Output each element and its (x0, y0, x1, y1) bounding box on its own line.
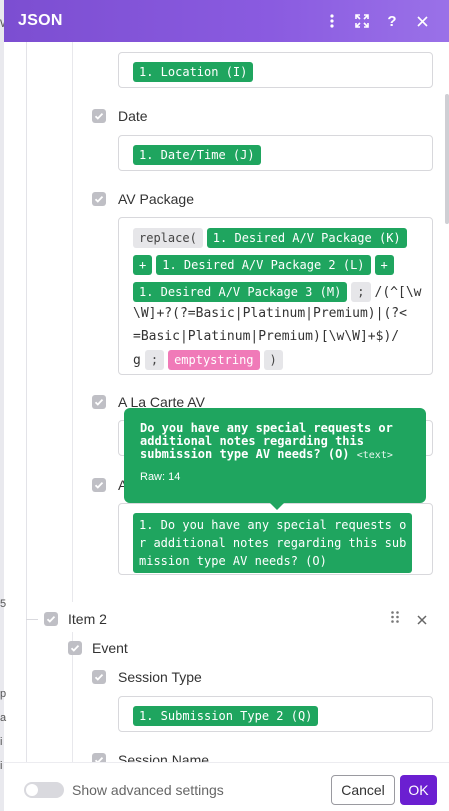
replace-function-open[interactable]: replace( (133, 228, 203, 248)
session-type-label: Session Type (118, 669, 202, 685)
background-fragment: i (0, 760, 3, 772)
av-package-field[interactable]: replace( 1. Desired A/V Package (K) + 1.… (118, 217, 433, 375)
location-field[interactable]: 1. Location (I) (118, 52, 433, 88)
item2-checkbox[interactable] (44, 612, 58, 626)
checkmark-icon (46, 615, 56, 623)
tooltip-raw: Raw: 14 (140, 471, 181, 483)
checkmark-icon (94, 112, 104, 120)
panel-title: JSON (18, 12, 63, 29)
additional-notes-pill[interactable]: 1. Do you have any special requests o r … (133, 513, 413, 573)
av-package-label: AV Package (118, 191, 195, 207)
drag-handle-icon[interactable] (390, 610, 400, 627)
remove-item-icon[interactable] (417, 612, 427, 628)
replace-function-close[interactable]: ) (263, 350, 283, 370)
item2-label: Item 2 (68, 611, 107, 627)
date-label: Date (118, 108, 148, 124)
pill-line: mission type AV needs? (O) (139, 554, 327, 568)
event-checkbox[interactable] (68, 641, 82, 655)
emptystring-keyword[interactable]: emptystring (168, 350, 260, 370)
variable-tooltip: Do you have any special requests or addi… (124, 408, 426, 510)
additional-notes-field[interactable]: 1. Do you have any special requests o r … (118, 503, 433, 575)
tree-rail-inner (72, 42, 73, 602)
location-pill[interactable]: 1. Location (I) (133, 62, 254, 82)
ok-button[interactable]: OK (400, 775, 437, 805)
plus-operator[interactable]: + (374, 255, 394, 275)
close-icon[interactable] (407, 6, 437, 36)
background-panel-edge (0, 0, 4, 811)
pill-line: r additional notes regarding this sub (139, 536, 407, 550)
av-package-l-pill[interactable]: 1. Desired A/V Package 2 (L) (156, 255, 371, 275)
session-name-checkbox[interactable] (92, 753, 106, 762)
av-package-m-pill[interactable]: 1. Desired A/V Package 3 (M) (133, 282, 348, 302)
tooltip-title-line: additional notes regarding this (140, 434, 364, 448)
additional-notes-checkbox[interactable] (92, 478, 106, 492)
checkmark-icon (94, 195, 104, 203)
date-checkbox[interactable] (92, 109, 106, 123)
regex-text: /(^[\w (374, 284, 422, 300)
expand-icon[interactable] (347, 6, 377, 36)
checkmark-icon (94, 673, 104, 681)
session-name-label: Session Name (118, 752, 210, 762)
panel-footer: Show advanced settings Cancel OK (4, 762, 449, 811)
av-package-k-pill[interactable]: 1. Desired A/V Package (K) (206, 228, 407, 248)
a-la-carte-checkbox[interactable] (92, 395, 106, 409)
advanced-settings-label[interactable]: Show advanced settings (72, 782, 224, 798)
checkmark-icon (94, 756, 104, 762)
regex-text: \W]+?(?=Basic|Platinum|Premium)|(?< (133, 306, 407, 321)
more-vertical-icon[interactable] (317, 6, 347, 36)
background-fragment: p (0, 688, 7, 700)
background-fragment: a (0, 712, 7, 724)
tree-rail (26, 42, 27, 762)
tree-rail-inner (72, 632, 73, 762)
tooltip-type: <text> (356, 450, 393, 461)
help-icon[interactable]: ? (387, 12, 397, 30)
background-fragment: 5 (0, 598, 7, 610)
date-pill[interactable]: 1. Date/Time (J) (133, 145, 261, 165)
separator-semicolon[interactable]: ; (351, 282, 371, 302)
separator-semicolon[interactable]: ; (144, 350, 165, 370)
cancel-button[interactable]: Cancel (331, 775, 395, 805)
pill-line: 1. Do you have any special requests o (139, 518, 407, 532)
json-mapping-content[interactable]: 1. Location (I) Date 1. Date/Time (J) AV… (4, 42, 449, 762)
date-field[interactable]: 1. Date/Time (J) (118, 135, 433, 171)
checkmark-icon (94, 481, 104, 489)
background-fragment: i (0, 736, 3, 748)
av-package-checkbox[interactable] (92, 192, 106, 206)
additional-notes-label: A (118, 477, 128, 493)
checkmark-icon (70, 644, 80, 652)
checkmark-icon (94, 398, 104, 406)
a-la-carte-label: A La Carte AV (118, 394, 205, 410)
tooltip-title: Do you have any special requests or addi… (140, 422, 410, 462)
tree-connector (26, 619, 38, 620)
regex-text: =Basic|Platinum|Premium)[\w\W]+$)/ (133, 329, 400, 344)
session-type-field[interactable]: 1. Submission Type 2 (Q) (118, 696, 433, 732)
session-type-pill[interactable]: 1. Submission Type 2 (Q) (133, 706, 319, 726)
regex-text: g (133, 352, 141, 368)
session-type-checkbox[interactable] (92, 670, 106, 684)
plus-operator[interactable]: + (133, 255, 153, 275)
tooltip-title-line: submission type AV needs? (O) (140, 447, 350, 461)
advanced-settings-toggle[interactable] (24, 782, 64, 798)
scrollbar[interactable] (445, 94, 449, 224)
tooltip-title-line: Do you have any special requests or (140, 421, 393, 435)
panel-header: JSON ? (4, 0, 449, 42)
event-label: Event (92, 640, 128, 656)
tooltip-arrow (270, 503, 284, 510)
